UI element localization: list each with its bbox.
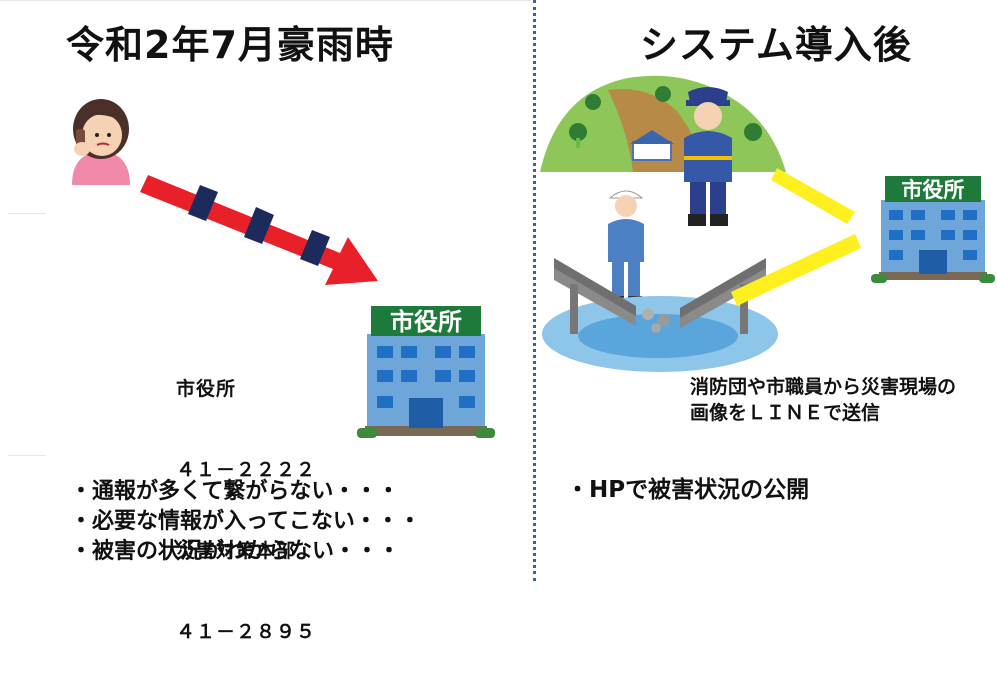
woman-phone-icon: [72, 99, 130, 185]
list-item: ・必要な情報が入ってこない・・・: [70, 509, 421, 534]
contact-line: 市役所: [176, 378, 237, 400]
contact-line: 災害対策本部: [176, 540, 297, 562]
section-divider: [533, 0, 536, 581]
frame-line: [8, 455, 46, 456]
frame-line: [0, 0, 530, 1]
transmission-note: 消防団や市職員から災害現場の 画像をＬＩＮＥで送信: [690, 374, 956, 426]
building-sign-text: 市役所: [902, 178, 965, 202]
list-item: ・被害の状況がわからない・・・: [70, 539, 401, 564]
contact-line: ４１－２２２２: [176, 459, 317, 481]
city-hall-building-icon: 市役所: [871, 176, 995, 283]
note-line: 消防団や市職員から災害現場の: [690, 376, 957, 398]
collapsed-bridge-icon: [542, 258, 778, 372]
hp-publication-item: ・HPで被害状況の公開: [566, 477, 810, 503]
city-hall-building-icon: 市役所: [357, 306, 495, 438]
contact-line: ４１－２８９５: [176, 621, 317, 643]
firefighter-icon: [684, 87, 732, 226]
frame-line: [8, 213, 46, 214]
right-title: システム導入後: [640, 23, 912, 67]
transmission-beam-icon: [731, 168, 861, 306]
note-line: 画像をＬＩＮＥで送信: [690, 402, 881, 424]
left-title: 令和2年7月豪雨時: [66, 23, 394, 67]
building-sign-text: 市役所: [390, 308, 462, 336]
list-item: ・通報が多くて繋がらない・・・: [70, 479, 400, 504]
call-arrow-icon: [140, 175, 378, 285]
problem-list: ・通報が多くて繋がらない・・・ ・必要な情報が入ってこない・・・ ・被害の状況が…: [70, 477, 421, 567]
